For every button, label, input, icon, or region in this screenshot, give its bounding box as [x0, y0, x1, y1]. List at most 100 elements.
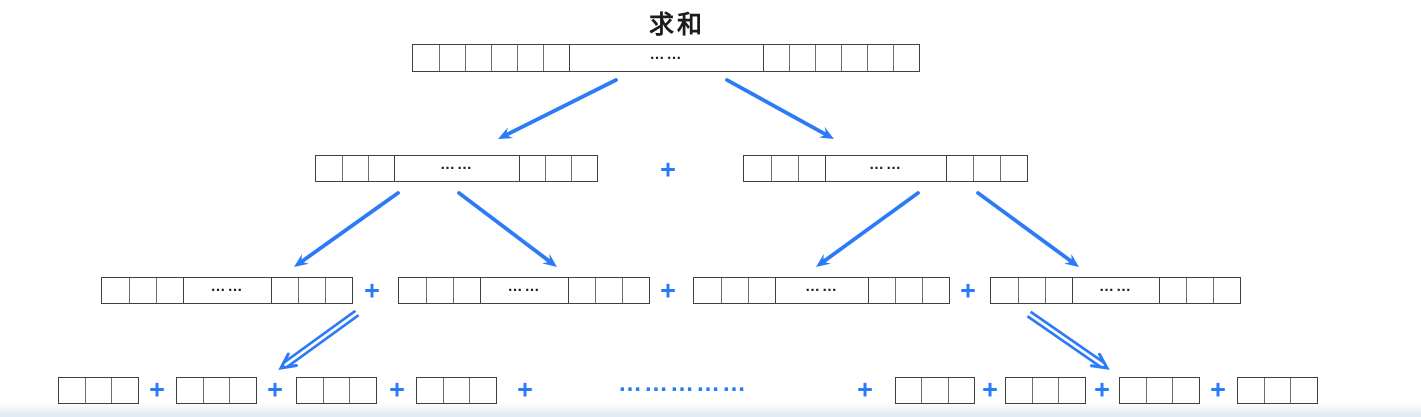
- plus-operator: +: [517, 374, 533, 405]
- array-cell: [439, 45, 465, 71]
- array-cell: [1145, 378, 1173, 403]
- plus-operator: +: [660, 154, 676, 185]
- array-cell: [896, 378, 921, 403]
- array-cell: [111, 378, 138, 403]
- array-cell: [1120, 378, 1146, 403]
- array-cell: [1263, 378, 1291, 403]
- array-cell: [595, 278, 622, 303]
- array-dots-cell: ……: [825, 156, 946, 181]
- array-cell: [973, 156, 1000, 181]
- array-l2-2: ……: [743, 155, 1028, 182]
- array-cell: [721, 278, 748, 303]
- array-dots-cell: ……: [183, 278, 271, 303]
- array-cell: [991, 278, 1018, 303]
- array-cell: [921, 378, 947, 403]
- array-l4-4: [416, 377, 497, 404]
- ellipsis-label: ……: [507, 278, 542, 295]
- array-cell: [399, 278, 426, 303]
- array-l1-1: ……: [412, 44, 920, 72]
- array-cell: [622, 278, 649, 303]
- arrow: [816, 191, 920, 267]
- plus-operator: +: [1210, 374, 1226, 405]
- array-cell: [1159, 278, 1186, 303]
- plus-operator: +: [364, 275, 380, 306]
- array-cell: [571, 156, 597, 181]
- array-cell: [84, 378, 112, 403]
- array-cell: [322, 378, 350, 403]
- array-l3-2: ……: [398, 277, 650, 304]
- arrow: [976, 191, 1079, 267]
- plus-operator: +: [660, 275, 676, 306]
- array-cell: [177, 378, 203, 403]
- array-cell: [893, 45, 919, 71]
- array-cell: [271, 278, 298, 303]
- array-cell: [469, 378, 496, 403]
- array-cell: [156, 278, 183, 303]
- array-cell: [349, 378, 376, 403]
- array-cell: [342, 156, 368, 181]
- plus-operator: +: [267, 374, 283, 405]
- array-cell: [1172, 378, 1199, 403]
- array-l4-2: [176, 377, 257, 404]
- array-cell: [694, 278, 721, 303]
- array-dots-cell: ……: [569, 45, 763, 71]
- array-cell: [1018, 278, 1045, 303]
- array-cell: [1213, 278, 1240, 303]
- array-dots-cell: ……: [775, 278, 868, 303]
- array-l4-7: [1119, 377, 1200, 404]
- array-cell: [1006, 378, 1032, 403]
- array-cell: [1290, 378, 1317, 403]
- ellipsis-label: ……: [805, 278, 839, 295]
- array-cell: [868, 278, 895, 303]
- array-l4-1: [58, 377, 139, 404]
- array-l4-6: [1005, 377, 1086, 404]
- array-cell: [202, 378, 230, 403]
- array-l3-1: ……: [101, 277, 353, 304]
- array-cell: [1045, 278, 1072, 303]
- ellipsis-label: ……: [869, 156, 903, 173]
- array-cell: [517, 45, 543, 71]
- array-cell: [543, 45, 569, 71]
- array-cell: [417, 378, 443, 403]
- ellipsis-label: ……: [649, 45, 684, 63]
- array-cell: [867, 45, 893, 71]
- ellipsis-label: ……: [440, 156, 474, 173]
- array-l4-3: [296, 377, 377, 404]
- array-dots-cell: ……: [480, 278, 568, 303]
- array-cell: [59, 378, 85, 403]
- array-cell: [1238, 378, 1264, 403]
- array-l4-8: [1237, 377, 1318, 404]
- plus-operator: +: [149, 374, 165, 405]
- array-cell: [771, 156, 798, 181]
- plus-operator: +: [1094, 374, 1110, 405]
- array-cell: [841, 45, 867, 71]
- arrow: [294, 191, 400, 267]
- array-cell: [325, 278, 352, 303]
- array-cell: [491, 45, 517, 71]
- array-cell: [545, 156, 571, 181]
- bottom-ellipsis: ……………: [618, 370, 748, 398]
- plus-operator: +: [857, 374, 873, 405]
- array-cell: [413, 45, 439, 71]
- arrow: [457, 191, 557, 267]
- array-l4-5: [895, 377, 975, 404]
- array-cell: [316, 156, 342, 181]
- double-arrow: [278, 309, 360, 370]
- array-cell: [465, 45, 491, 71]
- array-l3-4: ……: [990, 277, 1241, 304]
- array-cell: [748, 278, 775, 303]
- array-cell: [895, 278, 922, 303]
- ellipsis-label: ……: [210, 278, 245, 295]
- array-cell: [229, 378, 256, 403]
- array-l3-3: ……: [693, 277, 950, 304]
- array-cell: [763, 45, 789, 71]
- array-cell: [442, 378, 470, 403]
- array-cell: [298, 278, 325, 303]
- double-arrow: [1026, 310, 1110, 370]
- array-cell: [568, 278, 595, 303]
- array-cell: [426, 278, 453, 303]
- array-l2-1: ……: [315, 155, 598, 182]
- array-cell: [922, 278, 949, 303]
- array-cell: [946, 156, 973, 181]
